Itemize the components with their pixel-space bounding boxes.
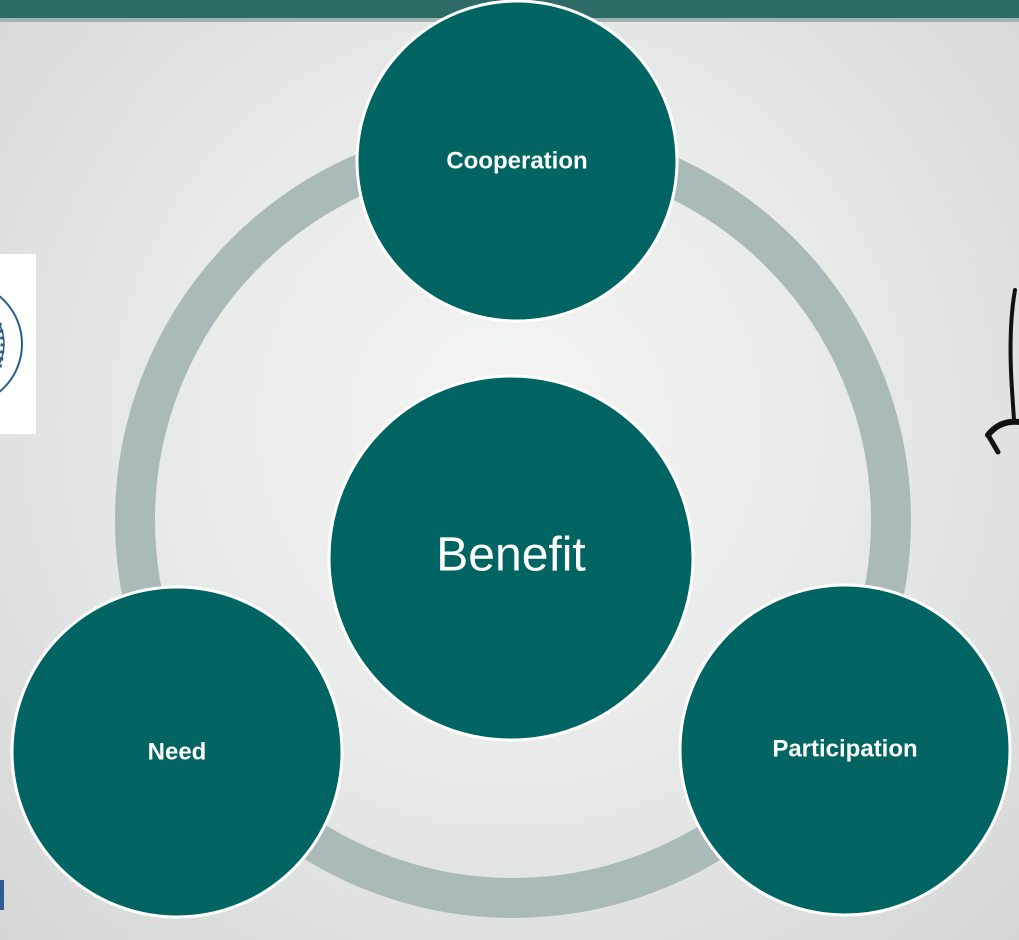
cooperation-node-label: Cooperation: [446, 148, 587, 175]
need-node: Need: [10, 585, 344, 919]
cooperation-node-circle: [355, 0, 679, 323]
participation-node-label: Participation: [772, 736, 917, 763]
participation-node: Participation: [678, 583, 1012, 917]
center-node: Benefit: [327, 374, 695, 742]
participation-node-circle: [678, 583, 1012, 917]
need-node-circle: [10, 585, 344, 919]
decorative-line-art: [985, 288, 1019, 455]
center-node-label: Benefit: [436, 529, 585, 582]
blue-edge-mark: [0, 880, 4, 910]
center-node-circle: [327, 374, 695, 742]
agency-seal-logo: [0, 254, 36, 434]
cooperation-node: Cooperation: [355, 0, 679, 323]
need-node-label: Need: [148, 739, 207, 766]
